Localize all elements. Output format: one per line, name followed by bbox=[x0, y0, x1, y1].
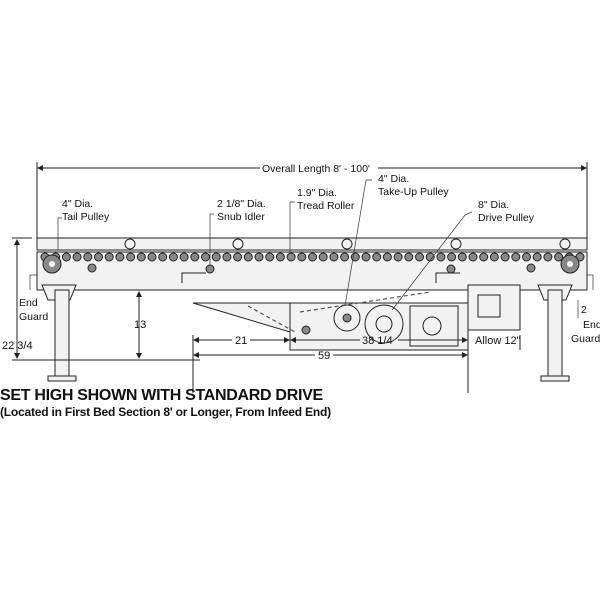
guard-offset: 2 bbox=[581, 304, 587, 316]
tread-roller bbox=[297, 252, 307, 262]
drive-pulley-label: Drive Pulley bbox=[478, 212, 535, 224]
end-guard-right-line2: Guard bbox=[571, 333, 600, 345]
tread-roller bbox=[554, 252, 564, 262]
right-leg bbox=[537, 284, 573, 382]
tread-roller bbox=[286, 252, 296, 262]
tread-roller bbox=[104, 252, 114, 262]
return-roller bbox=[232, 238, 244, 250]
tread-roller bbox=[447, 252, 457, 262]
tread-roller bbox=[243, 252, 253, 262]
tread-roller bbox=[168, 252, 178, 262]
tread-roller bbox=[147, 252, 157, 262]
tread-roller bbox=[72, 252, 82, 262]
tread-roller-label: Tread Roller bbox=[297, 200, 355, 212]
return-roller bbox=[341, 238, 353, 250]
snub-idler-far bbox=[526, 263, 536, 273]
tread-roller bbox=[436, 252, 446, 262]
end-guard-left-line2: Guard bbox=[19, 311, 48, 323]
tread-rollers bbox=[40, 238, 585, 262]
tread-roller bbox=[275, 252, 285, 262]
tread-roller bbox=[532, 252, 542, 262]
overall-length-label: Overall Length 8' - 100' bbox=[262, 163, 370, 175]
snub-idler bbox=[205, 264, 215, 274]
tread-roller bbox=[415, 252, 424, 262]
end-guard-left-line1: End bbox=[19, 297, 38, 309]
tread-roller bbox=[222, 252, 232, 262]
return-roller bbox=[124, 238, 136, 250]
tail-pulley-label: Tail Pulley bbox=[62, 211, 110, 223]
drive-length-dimension: 38 1/4 bbox=[362, 335, 393, 347]
drive-offset-dimension: 21 bbox=[235, 335, 247, 347]
tread-roller bbox=[201, 252, 210, 262]
tread-roller bbox=[158, 252, 168, 262]
under-frame-dimension: 13 bbox=[134, 319, 146, 331]
tread-roller bbox=[190, 252, 200, 262]
tread-roller bbox=[404, 252, 414, 262]
snub-idler-label: Snub Idler bbox=[217, 211, 265, 223]
tread-roller bbox=[393, 252, 403, 262]
snub-idler-right bbox=[446, 264, 456, 274]
tread-roller bbox=[254, 252, 264, 262]
tread-roller-size: 1.9" Dia. bbox=[297, 187, 337, 199]
overall-height-dimension: 22 3/4 bbox=[2, 340, 33, 352]
tread-roller bbox=[500, 252, 510, 262]
overall-length-dimension: Overall Length 8' - 100' bbox=[36, 162, 588, 238]
tread-roller bbox=[126, 252, 136, 262]
tread-roller bbox=[522, 252, 531, 262]
dimensions: 22 3/4 13 21 38 1/4 Allow 12" 59 bbox=[2, 237, 521, 393]
tread-roller bbox=[94, 252, 103, 262]
tread-roller bbox=[211, 252, 221, 262]
caption-subtitle: (Located in First Bed Section 8' or Long… bbox=[0, 405, 331, 419]
top-rail bbox=[36, 237, 588, 251]
tread-roller bbox=[83, 252, 93, 262]
tread-roller bbox=[372, 252, 382, 262]
conveyor-bed bbox=[36, 237, 588, 291]
tread-roller bbox=[233, 252, 243, 262]
tread-roller bbox=[468, 252, 478, 262]
caption-title: SET HIGH SHOWN WITH STANDARD DRIVE bbox=[0, 387, 323, 404]
tail-pulley-size: 4" Dia. bbox=[62, 198, 93, 210]
return-roller bbox=[450, 238, 462, 250]
take-up-pulley-label: Take-Up Pulley bbox=[378, 186, 449, 198]
return-roller bbox=[559, 238, 571, 250]
take-up-pulley-size: 4" Dia. bbox=[378, 173, 409, 185]
tread-roller bbox=[329, 252, 339, 262]
tread-roller bbox=[308, 252, 317, 262]
tread-roller bbox=[115, 252, 125, 262]
tread-roller bbox=[265, 252, 275, 262]
tread-roller bbox=[361, 252, 371, 262]
tread-roller bbox=[136, 252, 146, 262]
left-leg bbox=[41, 284, 77, 382]
tread-roller bbox=[457, 252, 467, 262]
end-guard-right-line1: End bbox=[583, 319, 600, 331]
tread-roller bbox=[318, 252, 328, 262]
tread-roller bbox=[382, 252, 392, 262]
snub-idler-size: 2 1/8" Dia. bbox=[217, 198, 266, 210]
tread-roller bbox=[543, 252, 553, 262]
tread-roller bbox=[425, 252, 435, 262]
tread-roller bbox=[511, 252, 521, 262]
tread-roller bbox=[340, 252, 350, 262]
allow-clearance: Allow 12" bbox=[475, 335, 521, 347]
tread-roller bbox=[479, 252, 489, 262]
tread-roller bbox=[61, 252, 71, 262]
tread-roller bbox=[489, 252, 499, 262]
snub-idler-left bbox=[87, 263, 97, 273]
callouts: 4" Dia. Tail Pulley 2 1/8" Dia. Snub Idl… bbox=[19, 173, 600, 345]
total-dimension: 59 bbox=[318, 350, 330, 362]
drive-pulley-size: 8" Dia. bbox=[478, 199, 509, 211]
drive-unit bbox=[181, 272, 521, 351]
tread-roller bbox=[179, 252, 189, 262]
